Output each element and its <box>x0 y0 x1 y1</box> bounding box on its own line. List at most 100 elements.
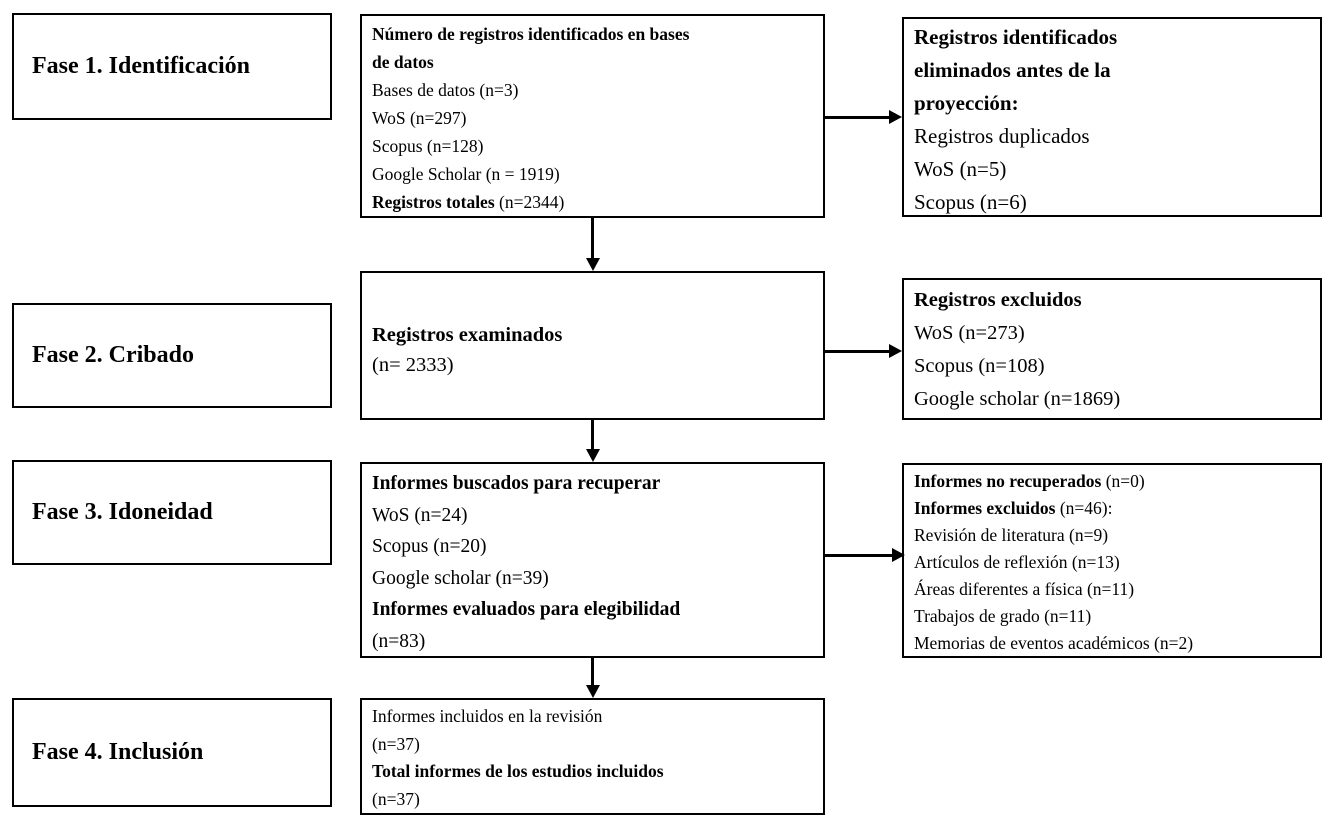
text-segment-bold: Número de registros identificados en bas… <box>372 24 690 44</box>
text-segment: Google scholar (n=39) <box>372 567 549 589</box>
text-segment-bold: de datos <box>372 52 434 72</box>
text-line: Registros examinados <box>372 320 813 350</box>
text-segment-bold: eliminados antes de la <box>914 58 1111 82</box>
text-segment: (n=83) <box>372 630 426 652</box>
phase-label-inclusion: Fase 4. Inclusión <box>32 739 204 765</box>
text-segment: (n=2344) <box>494 192 565 212</box>
text-line: Scopus (n=128) <box>372 132 813 160</box>
text-line: Trabajos de grado (n=11) <box>914 603 1310 630</box>
text-segment: Scopus (n=128) <box>372 136 484 156</box>
text-segment: Informes incluidos en la revisión <box>372 706 603 726</box>
text-segment: Revisión de literatura (n=9) <box>914 525 1109 545</box>
text-segment: Áreas diferentes a física (n=11) <box>914 579 1135 599</box>
text-segment: Google Scholar (n = 1919) <box>372 164 560 184</box>
text-line: WoS (n=5) <box>914 153 1310 186</box>
box-records-removed: Registros identificados eliminados antes … <box>902 17 1322 217</box>
text-line: Informes no recuperados (n=0) <box>914 468 1310 495</box>
box-reports-excluded: Informes no recuperados (n=0)Informes ex… <box>902 463 1322 658</box>
arrow-line <box>825 350 891 353</box>
text-line: proyección: <box>914 87 1310 120</box>
box-records-screened: Registros examinados (n= 2333) <box>360 271 825 420</box>
text-segment-bold: proyección: <box>914 91 1019 115</box>
text-segment: (n= 2333) <box>372 353 454 376</box>
text-line: (n=83) <box>372 626 813 658</box>
phase-label-screening: Fase 2. Cribado <box>32 342 194 368</box>
box-records-screened-text: Registros examinados (n= 2333) <box>362 273 823 422</box>
text-segment: Scopus (n=108) <box>914 355 1045 377</box>
text-line: Google Scholar (n = 1919) <box>372 160 813 188</box>
text-segment-bold: Informes evaluados para elegibilidad <box>372 599 681 620</box>
box-identification-records-text: Número de registros identificados en bas… <box>362 16 823 216</box>
text-segment-bold: Registros excluidos <box>914 289 1082 311</box>
text-line: Scopus (n=108) <box>914 350 1310 383</box>
box-reports-excluded-text: Informes no recuperados (n=0)Informes ex… <box>904 465 1320 657</box>
box-identification-records: Número de registros identificados en bas… <box>360 14 825 218</box>
text-line: Número de registros identificados en bas… <box>372 20 813 48</box>
text-segment-bold: Informes excluidos <box>914 498 1056 518</box>
text-segment: WoS (n=5) <box>914 157 1007 181</box>
text-segment: Trabajos de grado (n=11) <box>914 606 1092 626</box>
text-segment: Bases de datos (n=3) <box>372 80 519 100</box>
text-segment: WoS (n=297) <box>372 108 467 128</box>
text-segment-bold: Registros totales <box>372 192 495 212</box>
text-line: Registros totales (n=2344) <box>372 188 813 216</box>
box-reports-included: Informes incluidos en la revisión (n=37) T… <box>360 698 825 815</box>
text-line: Scopus (n=6) <box>914 186 1310 219</box>
text-segment-bold: Informes buscados para recuperar <box>372 473 661 494</box>
text-line: Google scholar (n=39) <box>372 563 813 595</box>
text-line: Registros identificados <box>914 21 1310 54</box>
text-line: Informes incluidos en la revisión <box>372 703 813 731</box>
arrow-head-down-icon <box>586 258 600 271</box>
text-segment: WoS (n=24) <box>372 504 468 526</box>
text-segment: Artículos de reflexión (n=13) <box>914 552 1120 572</box>
text-segment: (n=37) <box>372 788 420 809</box>
text-line: Revisión de literatura (n=9) <box>914 522 1310 549</box>
text-segment: (n=37) <box>372 733 420 754</box>
text-segment-bold: Informes no recuperados <box>914 471 1102 491</box>
text-line: WoS (n=273) <box>914 317 1310 350</box>
text-line: Áreas diferentes a física (n=11) <box>914 576 1310 603</box>
text-line: Informes buscados para recuperar <box>372 468 813 500</box>
arrow-head-right-icon <box>892 548 905 562</box>
arrow-head-down-icon <box>586 685 600 698</box>
text-line: Artículos de reflexión (n=13) <box>914 549 1310 576</box>
text-line: de datos <box>372 48 813 76</box>
text-line: (n=37) <box>372 731 813 759</box>
arrow-head-down-icon <box>586 449 600 462</box>
text-line: Bases de datos (n=3) <box>372 76 813 104</box>
text-line: (n= 2333) <box>372 350 813 380</box>
text-segment-bold: Registros identificados <box>914 25 1118 49</box>
arrow-line <box>825 116 891 119</box>
arrow-line <box>591 658 594 687</box>
arrow-line <box>591 218 594 260</box>
text-line: Memorias de eventos académicos (n=2) <box>914 630 1310 657</box>
arrow-line <box>591 420 594 451</box>
text-line: Scopus (n=20) <box>372 531 813 563</box>
text-line: (n=37) <box>372 786 813 814</box>
arrow-head-right-icon <box>889 110 902 124</box>
text-segment: Registros duplicados <box>914 124 1090 148</box>
text-segment: Scopus (n=20) <box>372 536 487 557</box>
text-line: Registros duplicados <box>914 120 1310 153</box>
phase-box-identification: Fase 1. Identificación <box>12 13 332 120</box>
text-segment: WoS (n=273) <box>914 322 1025 344</box>
text-segment-bold: Total informes de los estudios incluidos <box>372 761 664 781</box>
text-line: WoS (n=24) <box>372 500 813 532</box>
arrow-head-right-icon <box>889 344 902 358</box>
text-segment: Memorias de eventos académicos (n=2) <box>914 633 1194 653</box>
text-segment: Google scholar (n=1869) <box>914 388 1121 410</box>
text-segment: (n=0) <box>1101 471 1145 491</box>
text-segment: (n=46): <box>1055 498 1113 518</box>
text-line: Total informes de los estudios incluidos <box>372 758 813 786</box>
text-line: WoS (n=297) <box>372 104 813 132</box>
phase-box-inclusion: Fase 4. Inclusión <box>12 698 332 807</box>
text-segment: Scopus (n=6) <box>914 190 1027 214</box>
text-line: Registros excluidos <box>914 284 1310 317</box>
text-line: Informes excluidos (n=46): <box>914 495 1310 522</box>
arrow-line <box>825 554 894 557</box>
